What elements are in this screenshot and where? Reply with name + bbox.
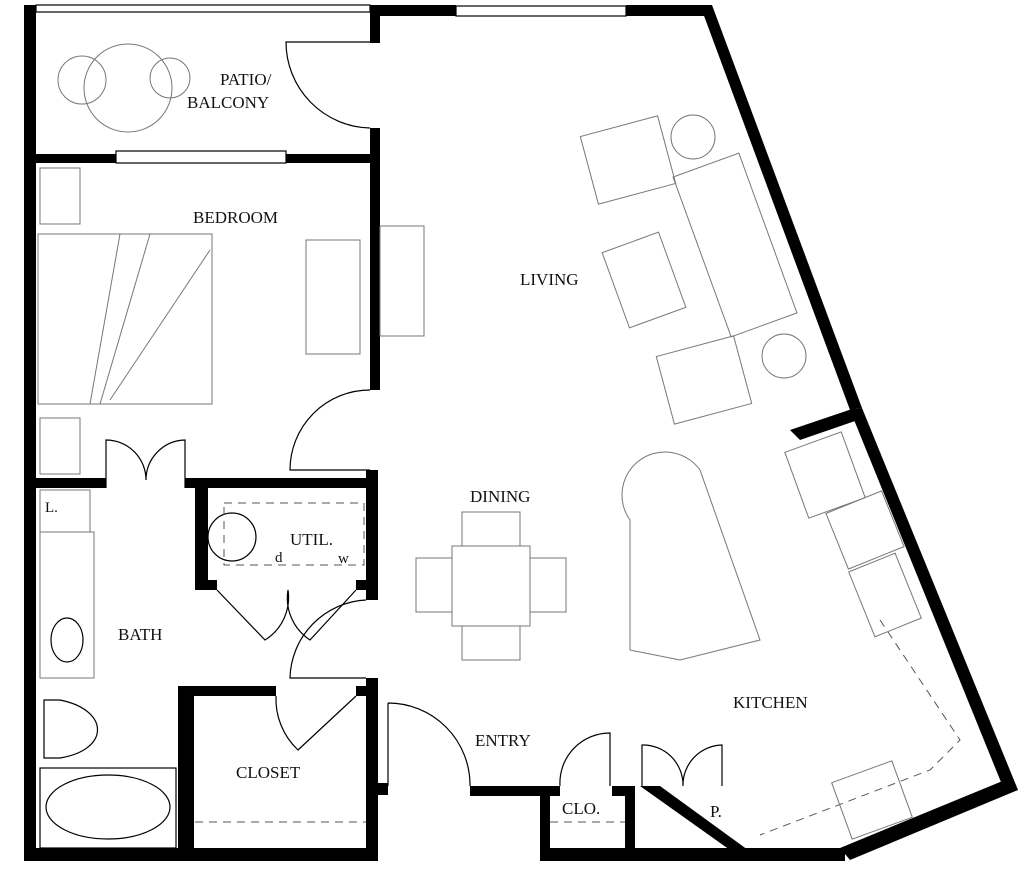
doors [105, 41, 723, 787]
closet-label: CLOSET [236, 763, 301, 782]
bath-label: BATH [118, 625, 162, 644]
entry-label: ENTRY [475, 731, 531, 750]
dryer-label: d [275, 550, 283, 566]
patio-label-1: PATIO/ [220, 70, 272, 89]
living-label: LIVING [520, 270, 579, 289]
walls [24, 4, 1018, 861]
range [831, 760, 913, 840]
util-label: UTIL. [290, 530, 333, 549]
clo-label: CLO. [562, 799, 600, 818]
kitchen-label: KITCHEN [733, 693, 808, 712]
bedroom-label: BEDROOM [193, 208, 278, 227]
sectional [621, 451, 761, 661]
dining-table [451, 545, 531, 627]
patio-label-2: BALCONY [187, 93, 269, 112]
washer-label: w [338, 551, 349, 567]
sofa [672, 152, 798, 338]
patio-table [83, 43, 173, 133]
bathtub [45, 774, 171, 840]
bed [37, 233, 213, 405]
linen-label: L. [45, 500, 58, 516]
dining-label: DINING [470, 487, 530, 506]
pantry-label: P. [710, 802, 722, 821]
toilet [43, 699, 99, 759]
furniture [37, 43, 961, 849]
